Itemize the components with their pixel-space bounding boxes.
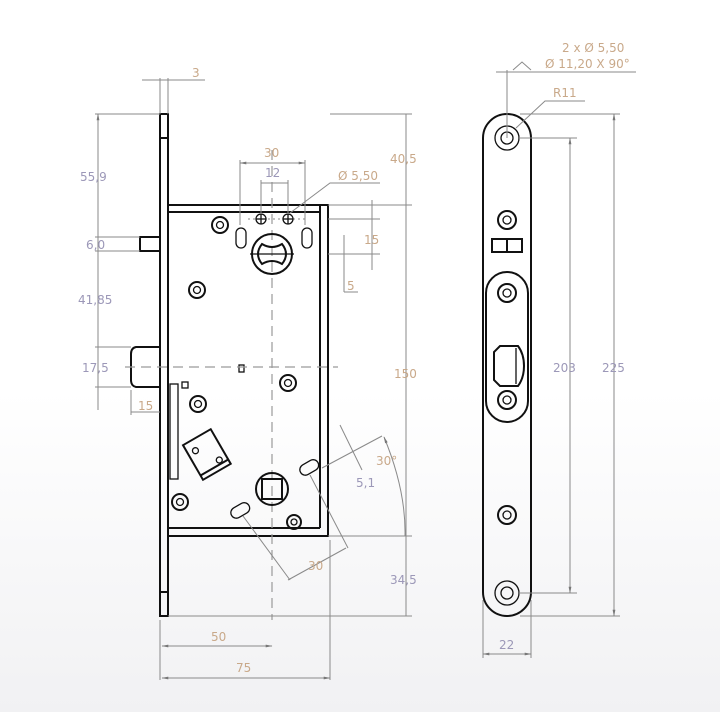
dim-label-top-to-case: 40,5 (390, 152, 417, 166)
dim-label-cylinder-small: 5 (347, 279, 355, 293)
dim-label-faceplate-thickness: 3 (192, 66, 200, 80)
dim-label-radius: R11 (553, 86, 577, 100)
follower-block (181, 427, 233, 482)
lock-case (167, 204, 329, 537)
dim-label-case-depth: 75 (236, 661, 251, 675)
latch-pin (139, 236, 161, 252)
dim-label-faceplate-width: 22 (499, 638, 514, 652)
dim-label-slot-angle: 30° (376, 454, 397, 468)
dim-label-hole-center-distance: 203 (553, 361, 576, 375)
screw-icon (497, 210, 517, 525)
dim-label-case-height: 150 (394, 367, 417, 381)
inner-bar (169, 383, 179, 480)
dim-label-hole-diameter: Ø 5,50 (338, 169, 378, 183)
latch-opening (485, 271, 529, 423)
screw-icon (171, 216, 302, 530)
dim-label-backset: 50 (211, 630, 226, 644)
dim-label-faceplate-height: 225 (602, 361, 625, 375)
dim-label-top-to-latch: 55,9 (80, 170, 107, 184)
dim-label-latch-to-bolt: 41,85 (78, 293, 112, 307)
dim-label-hole-spacing-outer: 30 (264, 146, 279, 160)
latch-bolt (493, 345, 526, 387)
faceplate-edge (159, 113, 169, 617)
dim-label-cylinder-offset: 15 (364, 233, 379, 247)
dim-label-slot-spacing: 30 (308, 559, 323, 573)
cylinder-hole (250, 233, 294, 275)
side-view (95, 78, 412, 680)
dim-label-screw-holes: 2 x Ø 5,50 (562, 41, 624, 55)
dim-label-case-to-bottom: 34,5 (390, 573, 417, 587)
dim-label-bolt-projection: 15 (138, 399, 153, 413)
dim-label-countersink: Ø 11,20 X 90° (545, 57, 630, 71)
dim-label-slot-width: 5,1 (356, 476, 375, 490)
front-view (482, 61, 636, 658)
dim-label-bolt-height: 17,5 (82, 361, 109, 375)
dim-label-latch-pin: 6,0 (86, 238, 105, 252)
dim-label-hole-spacing-inner: 12 (265, 166, 280, 180)
spindle-hole (255, 472, 289, 506)
